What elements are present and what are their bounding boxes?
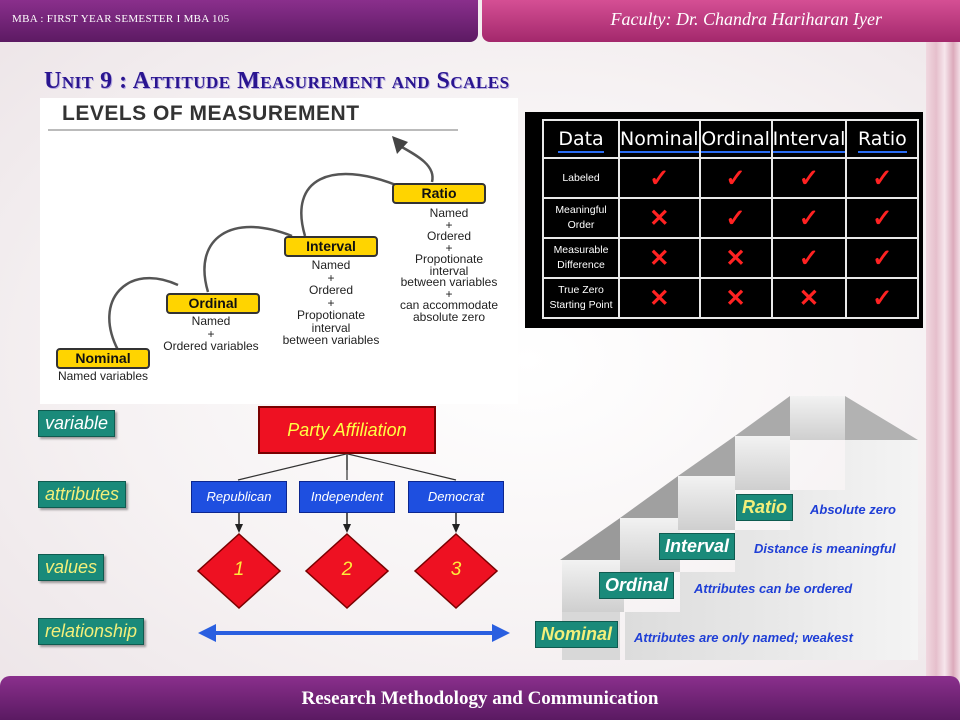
check-icon: ✓ bbox=[872, 244, 893, 272]
party-affiliation-box: Party Affiliation bbox=[258, 406, 436, 454]
attribute-republican: Republican bbox=[191, 481, 287, 513]
concept-label-relationship: relationship bbox=[38, 618, 145, 645]
mark-cell: ✓ bbox=[845, 197, 920, 239]
level-ordinal-desc: Named + Ordered variables bbox=[163, 314, 259, 353]
concept-label-values: values bbox=[38, 554, 105, 581]
level-ratio-desc: Named + Ordered + Propotionate interval … bbox=[399, 206, 499, 324]
check-icon: ✓ bbox=[725, 204, 746, 232]
mark-cell: ✕ bbox=[698, 237, 773, 279]
table-header-cell: Ordinal bbox=[698, 119, 773, 159]
levels-figure-title: LEVELS OF MEASUREMENT bbox=[62, 102, 360, 125]
cross-icon: ✕ bbox=[649, 244, 670, 272]
stair-label-ordinal: Ordinal bbox=[599, 572, 675, 599]
concept-label-variable: variable bbox=[38, 410, 116, 437]
cross-icon: ✕ bbox=[798, 284, 820, 312]
mark-cell: ✕ bbox=[618, 237, 701, 279]
check-icon: ✓ bbox=[798, 164, 820, 192]
stair-label-ratio: Ratio bbox=[736, 494, 793, 521]
stair-desc-ordinal: Attributes can be ordered bbox=[694, 581, 853, 596]
header-right-band bbox=[482, 0, 960, 42]
footer-title: Research Methodology and Communication bbox=[301, 688, 659, 709]
table-header-cell: Interval bbox=[770, 119, 848, 159]
mark-cell: ✓ bbox=[770, 157, 848, 199]
check-icon: ✓ bbox=[872, 204, 893, 232]
right-decorative-bars bbox=[926, 40, 960, 680]
mark-cell: ✓ bbox=[845, 237, 920, 279]
stair-label-nominal: Nominal bbox=[535, 621, 619, 648]
mark-cell: ✓ bbox=[618, 157, 701, 199]
check-icon: ✓ bbox=[649, 164, 670, 192]
attribute-independent: Independent bbox=[299, 481, 395, 513]
attribute-democrat: Democrat bbox=[408, 481, 504, 513]
table-row: Labeled ✓ ✓ ✓ ✓ bbox=[542, 157, 920, 199]
check-icon: ✓ bbox=[725, 164, 746, 192]
cross-icon: ✕ bbox=[649, 204, 670, 232]
check-icon: ✓ bbox=[872, 164, 893, 192]
mark-cell: ✓ bbox=[698, 157, 773, 199]
faculty-name: Faculty: Dr. Chandra Hariharan Iyer bbox=[610, 9, 882, 29]
level-nominal-desc: Named variables bbox=[57, 369, 149, 383]
stair-desc-interval: Distance is meaningful bbox=[754, 541, 896, 556]
check-icon: ✓ bbox=[872, 284, 893, 312]
table-header-cell: Data bbox=[542, 119, 620, 159]
level-ordinal: Ordinal bbox=[166, 293, 260, 314]
concept-label-attributes: attributes bbox=[38, 481, 127, 508]
value-3: 3 bbox=[450, 559, 462, 580]
mark-cell: ✓ bbox=[845, 277, 920, 319]
level-interval-desc: Named + Ordered + Propotionate interval … bbox=[282, 258, 380, 347]
mark-cell: ✕ bbox=[770, 277, 848, 319]
level-nominal: Nominal bbox=[56, 348, 150, 369]
stair-desc-nominal: Attributes are only named; weakest bbox=[634, 630, 853, 645]
row-label: Labeled bbox=[542, 157, 620, 199]
check-icon: ✓ bbox=[798, 244, 820, 272]
mark-cell: ✕ bbox=[618, 277, 701, 319]
slide-title: Unit 9 : Attitude Measurement and Scales bbox=[44, 68, 510, 94]
table-header-cell: Nominal bbox=[618, 119, 701, 159]
value-1: 1 bbox=[233, 559, 245, 580]
mark-cell: ✓ bbox=[770, 197, 848, 239]
check-icon: ✓ bbox=[798, 204, 820, 232]
stair-desc-ratio: Absolute zero bbox=[810, 502, 896, 517]
level-interval: Interval bbox=[284, 236, 378, 257]
mark-cell: ✓ bbox=[770, 237, 848, 279]
comparison-table-panel: Data Nominal Ordinal Interval Ratio Labe… bbox=[525, 112, 923, 328]
mark-cell: ✕ bbox=[618, 197, 701, 239]
course-code: MBA : FIRST YEAR SEMESTER I MBA 105 bbox=[12, 13, 230, 25]
footer-band bbox=[0, 676, 960, 720]
cross-icon: ✕ bbox=[725, 284, 746, 312]
table-header-row: Data Nominal Ordinal Interval Ratio bbox=[542, 119, 920, 159]
comparison-table: Data Nominal Ordinal Interval Ratio Labe… bbox=[542, 119, 920, 319]
cross-icon: ✕ bbox=[649, 284, 670, 312]
header-left-band bbox=[0, 0, 478, 42]
table-header-cell: Ratio bbox=[845, 119, 920, 159]
stair-label-interval: Interval bbox=[659, 533, 736, 560]
level-ratio: Ratio bbox=[392, 183, 486, 204]
mark-cell: ✓ bbox=[845, 157, 920, 199]
levels-title-rule bbox=[48, 129, 458, 131]
mark-cell: ✕ bbox=[698, 277, 773, 319]
mark-cell: ✓ bbox=[698, 197, 773, 239]
value-2: 2 bbox=[341, 559, 353, 580]
cross-icon: ✕ bbox=[725, 244, 746, 272]
